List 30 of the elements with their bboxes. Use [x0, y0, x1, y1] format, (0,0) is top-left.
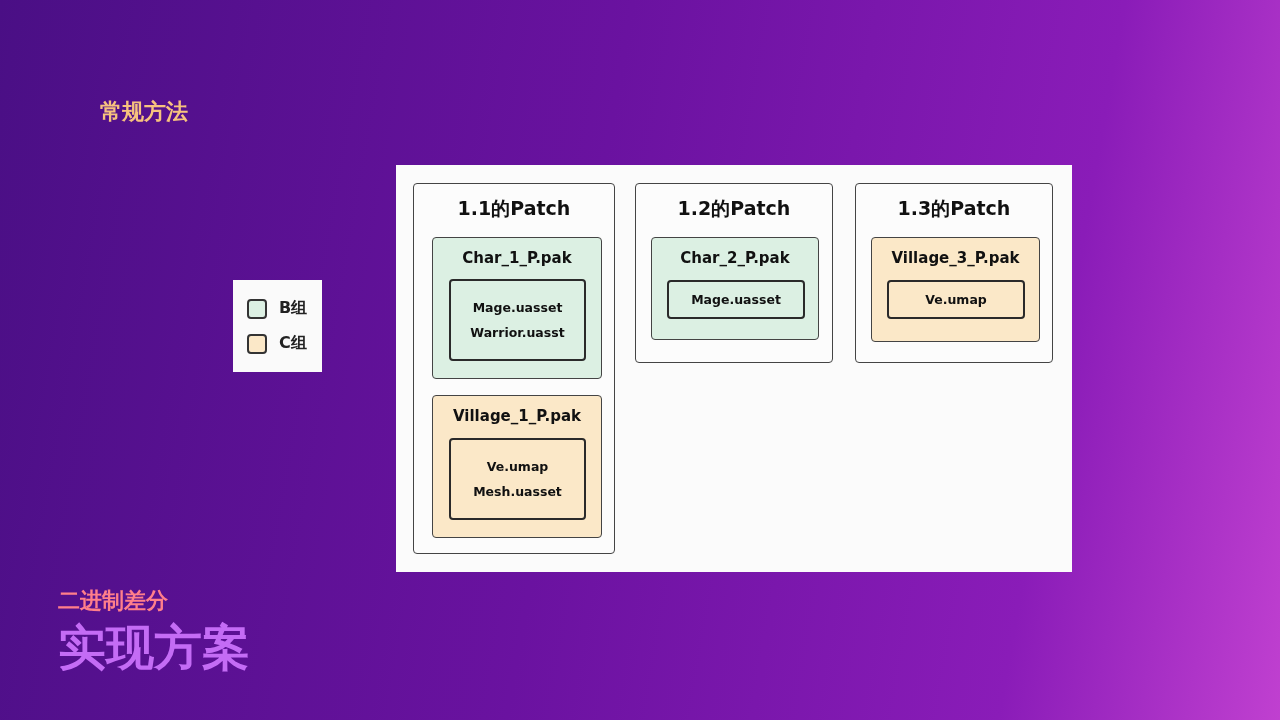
file-name: Warrior.uasst: [470, 325, 565, 340]
patch-box: [635, 183, 833, 363]
pak-title: Village_1_P.pak: [453, 407, 581, 425]
file-name: Mage.uasset: [472, 300, 563, 315]
file-box: [449, 438, 586, 520]
patch-box: [413, 183, 615, 554]
legend-text: B组: [279, 298, 308, 319]
slide-title: 实现方案: [58, 618, 250, 677]
patch-heading: 1.3的Patch: [897, 196, 1011, 221]
file-name: Ve.umap: [486, 459, 549, 474]
section-label: 常规方法: [100, 98, 188, 126]
file-box: [887, 280, 1025, 319]
file-box: [667, 280, 805, 319]
pak-box: [432, 395, 602, 538]
patch-heading: 1.2的Patch: [677, 196, 791, 221]
patch-heading: 1.1的Patch: [457, 196, 571, 221]
file-box: [449, 279, 586, 361]
file-name: Mage.uasset: [691, 292, 781, 307]
pak-box: [651, 237, 819, 340]
pak-title: Char_2_P.pak: [680, 249, 790, 267]
file-name: Mesh.uasset: [473, 484, 562, 499]
pak-box: [432, 237, 602, 379]
diagram-panel: [396, 165, 1072, 572]
file-name: Ve.umap: [925, 292, 987, 307]
pak-title: Village_3_P.pak: [891, 249, 1020, 267]
legend-text: C组: [279, 333, 307, 354]
pak-title: Char_1_P.pak: [462, 249, 572, 267]
pak-box: [871, 237, 1040, 342]
patch-box: [855, 183, 1053, 363]
subtitle: 二进制差分: [58, 587, 168, 615]
